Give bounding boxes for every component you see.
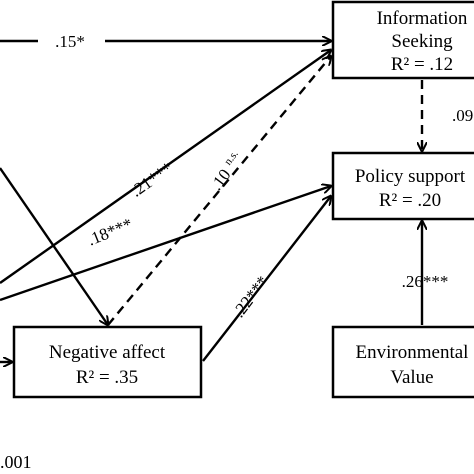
policy-support-node: Policy support R² = .20 bbox=[331, 151, 474, 221]
information-seeking-label-2: Seeking bbox=[391, 31, 453, 52]
path-left-to-policy bbox=[0, 186, 331, 302]
policy-support-r2: R² = .20 bbox=[379, 190, 441, 211]
environmental-value-label-1: Environmental bbox=[356, 342, 469, 363]
coef-info-to-policy: .09 bbox=[452, 106, 473, 125]
footnote: .001 bbox=[0, 452, 32, 472]
coef-negaff-to-info-ns: n.s. bbox=[222, 148, 241, 168]
negative-affect-node: Negative affect R² = .35 bbox=[12, 325, 203, 399]
information-seeking-label-1: Information bbox=[377, 8, 468, 29]
negative-affect-label: Negative affect bbox=[49, 342, 166, 363]
environmental-value-label-2: Value bbox=[390, 367, 433, 388]
coef-left-to-info: .21*** bbox=[127, 158, 176, 200]
information-seeking-node: Information Seeking R² = .12 bbox=[331, 0, 474, 80]
negative-affect-r2: R² = .35 bbox=[76, 367, 138, 388]
path-negaff-to-policy bbox=[202, 196, 331, 362]
coef-negaff-to-info: .10 bbox=[207, 165, 235, 193]
path-left-diagonal-to-negaff bbox=[0, 167, 108, 325]
coef-left-to-policy: .18*** bbox=[85, 214, 135, 249]
policy-support-label: Policy support bbox=[355, 166, 466, 187]
path-negaff-to-info bbox=[107, 56, 331, 326]
coef-env-to-policy: .26*** bbox=[402, 272, 449, 291]
path-left-to-info bbox=[0, 50, 331, 284]
coef-negaff-to-policy: .22*** bbox=[229, 272, 272, 321]
coef-top-to-info: .15* bbox=[55, 32, 85, 51]
information-seeking-r2: R² = .12 bbox=[391, 54, 453, 75]
environmental-value-node: Environmental Value bbox=[331, 325, 474, 399]
coef-negaff-to-info-group: .10 n.s. bbox=[207, 148, 241, 194]
